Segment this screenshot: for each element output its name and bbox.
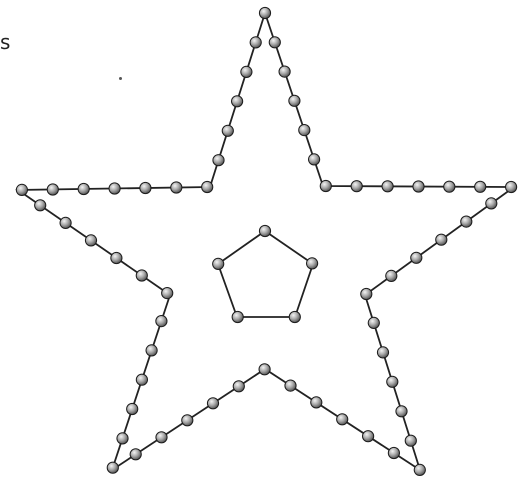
star-bead: [377, 347, 388, 358]
star-bead: [16, 184, 27, 195]
star-bead: [475, 181, 486, 192]
star-bead: [414, 464, 425, 475]
star-bead: [337, 414, 348, 425]
star-bead: [444, 181, 455, 192]
star-bead: [250, 37, 261, 48]
star-bead: [269, 37, 280, 48]
star-bead: [386, 270, 397, 281]
star-bead: [506, 181, 517, 192]
star-bead: [156, 316, 167, 327]
star-bead: [320, 180, 331, 191]
pentagon-bead: [289, 311, 300, 322]
pentagon-beads-group: [213, 225, 318, 322]
star-bead: [279, 66, 290, 77]
star-bead: [85, 235, 96, 246]
star-bead: [361, 288, 372, 299]
star-bead: [486, 198, 497, 209]
star-bead: [351, 181, 362, 192]
pentagon-bead: [307, 258, 318, 269]
star-bead: [127, 403, 138, 414]
star-bead: [259, 364, 270, 375]
star-bead: [171, 182, 182, 193]
star-bead: [259, 7, 270, 18]
star-bead: [78, 183, 89, 194]
star-bead: [289, 95, 300, 106]
star-bead: [309, 154, 320, 165]
star-bead: [109, 183, 120, 194]
pentagon-outline: [218, 231, 313, 317]
star-bead: [202, 181, 213, 192]
star-bead: [233, 381, 244, 392]
star-bead: [146, 345, 157, 356]
star-bead: [232, 96, 243, 107]
star-bead: [368, 317, 379, 328]
star-bead: [436, 234, 447, 245]
star-bead: [140, 182, 151, 193]
star-bead: [285, 380, 296, 391]
star-bead: [382, 181, 393, 192]
star-bead: [311, 397, 322, 408]
star-beads-group: [16, 7, 516, 475]
pentagon-bead: [259, 225, 270, 236]
pentagon-bead: [232, 311, 243, 322]
star-bead: [136, 270, 147, 281]
star-bead: [130, 449, 141, 460]
star-bead: [60, 217, 71, 228]
star-bead: [207, 398, 218, 409]
star-bead: [405, 435, 416, 446]
star-bead: [117, 433, 128, 444]
star-bead: [35, 200, 46, 211]
star-bead: [299, 125, 310, 136]
star-bead: [162, 288, 173, 299]
pentagon-bead: [213, 258, 224, 269]
star-bead: [413, 181, 424, 192]
star-bead: [396, 406, 407, 417]
star-bead: [182, 415, 193, 426]
star-bead: [107, 462, 118, 473]
star-bead: [388, 447, 399, 458]
star-bead: [363, 431, 374, 442]
star-bead: [411, 252, 422, 263]
star-bead: [387, 376, 398, 387]
star-bead: [461, 216, 472, 227]
star-bead: [241, 66, 252, 77]
star-bead: [47, 184, 58, 195]
star-bead: [156, 432, 167, 443]
star-bead: [222, 125, 233, 136]
star-bead: [111, 252, 122, 263]
star-bead: [213, 155, 224, 166]
star-bead: [136, 374, 147, 385]
